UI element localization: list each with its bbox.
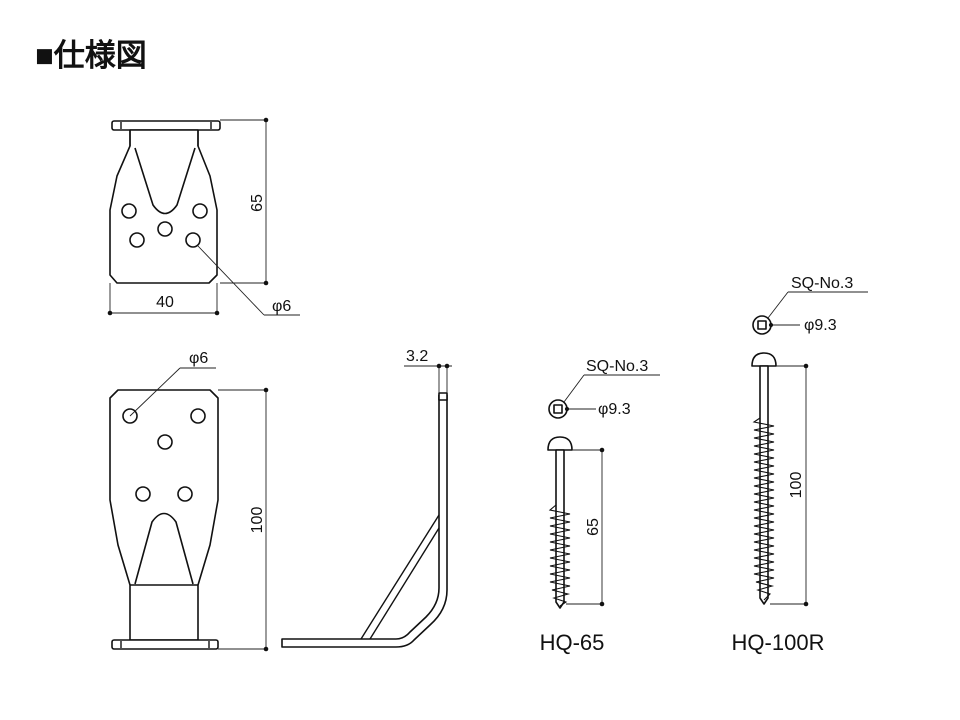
screw-model-label: HQ-65 bbox=[540, 630, 605, 655]
hole bbox=[192, 203, 208, 219]
bracket-front-height-label: 100 bbox=[249, 507, 266, 534]
screw-hq-100r: SQ-No.3 φ9.3 100 HQ-100R bbox=[732, 275, 868, 655]
bracket-top-hole-label: φ6 bbox=[272, 298, 291, 315]
bracket-front-plate bbox=[109, 389, 219, 641]
screw-hq-65: SQ-No.3 φ9.3 65 HQ-65 bbox=[540, 358, 660, 655]
hole bbox=[190, 408, 206, 424]
bracket-front-view: φ6 100 bbox=[109, 350, 269, 652]
bracket-top-height-label: 65 bbox=[249, 194, 266, 212]
bracket-side-flange bbox=[438, 392, 448, 401]
hole bbox=[121, 203, 137, 219]
bracket-side-thickness-label: 3.2 bbox=[406, 348, 428, 365]
hole bbox=[177, 486, 193, 502]
hole bbox=[185, 232, 201, 248]
square-drive-icon bbox=[757, 320, 767, 330]
hole bbox=[135, 486, 151, 502]
bracket-top-flange bbox=[111, 120, 221, 131]
screw-head-label: φ9.3 bbox=[804, 317, 837, 334]
square-drive-icon bbox=[553, 404, 563, 414]
screw-thread bbox=[548, 504, 571, 607]
screw-head bbox=[751, 352, 777, 367]
bracket-top-view: 65 40 φ6 bbox=[107, 117, 300, 316]
hole bbox=[129, 232, 145, 248]
screw-length-label: 65 bbox=[585, 518, 602, 536]
screw-head bbox=[547, 436, 573, 451]
screw-length-label: 100 bbox=[788, 472, 805, 499]
bracket-front-hole-label: φ6 bbox=[189, 350, 208, 367]
bracket-side-profile bbox=[281, 394, 448, 648]
bracket-side-view: 3.2 bbox=[281, 348, 452, 648]
screw-drive-label: SQ-No.3 bbox=[791, 275, 853, 292]
hole bbox=[157, 434, 173, 450]
screw-thread bbox=[752, 417, 775, 601]
bracket-top-width-label: 40 bbox=[156, 294, 174, 311]
page-title: ■仕様図 bbox=[35, 38, 147, 73]
screw-head-label: φ9.3 bbox=[598, 401, 631, 418]
bracket-front-flange bbox=[111, 639, 219, 650]
hole bbox=[157, 221, 173, 237]
screw-drive-label: SQ-No.3 bbox=[586, 358, 648, 375]
screw-model-label: HQ-100R bbox=[732, 630, 825, 655]
